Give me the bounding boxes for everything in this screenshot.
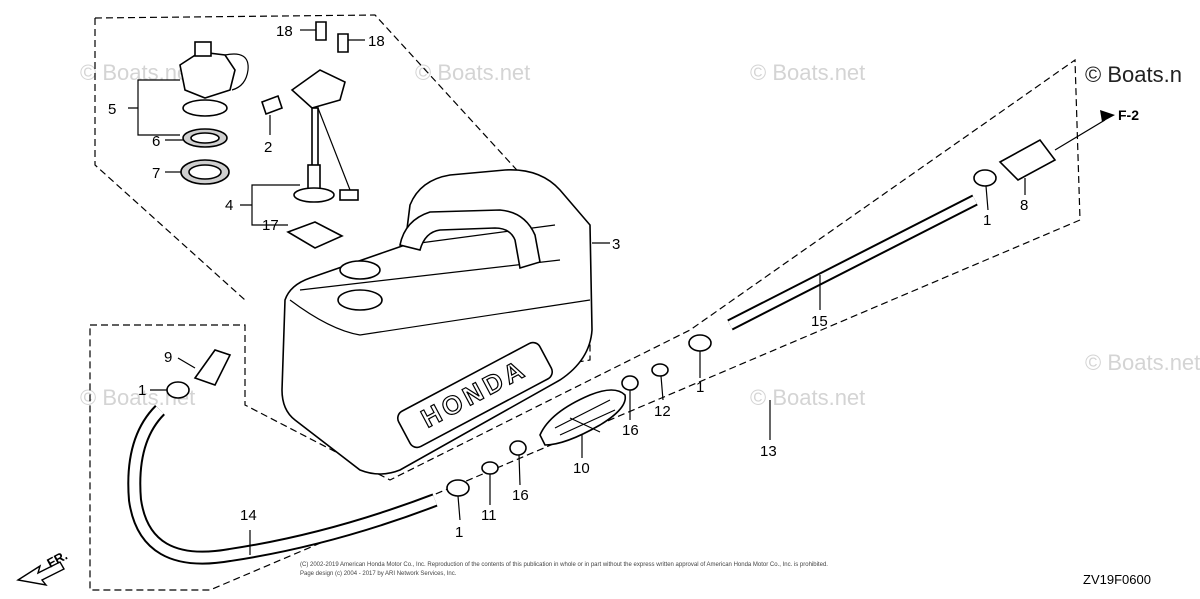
tank-brand-plate [396, 341, 554, 449]
leader-1b [457, 495, 461, 521]
tank-filler-neck [337, 289, 383, 311]
watermark-2: © Boats.net [415, 60, 530, 85]
seal-ring-inner [190, 132, 220, 144]
hose-clip-c [688, 334, 712, 352]
callout-8: 8 [1020, 197, 1028, 214]
callout-10: 10 [573, 460, 590, 477]
copyright-line-1: (C) 2002-2019 American Honda Motor Co., … [300, 562, 828, 568]
primer-bulb [539, 389, 627, 446]
watermark-corner: © Boats.n [1085, 62, 1182, 87]
leader-4-17 [240, 184, 300, 226]
filler-cap [179, 41, 249, 99]
arrow-f2 [1100, 110, 1115, 122]
reference-f2: F-2 [1118, 107, 1139, 123]
callout-7: 7 [152, 165, 160, 182]
leader-1d [985, 185, 989, 211]
leader-f2 [1054, 119, 1106, 151]
hose-clip-b [446, 479, 470, 497]
callout-18b: 18 [368, 33, 385, 50]
watermark-5: © Boats.net [750, 385, 865, 410]
outlet-valve [651, 363, 669, 377]
hose-assembly-outline [89, 58, 1081, 591]
callout-16a: 16 [512, 487, 529, 504]
front-direction-indicator: FR. [16, 548, 70, 587]
cap-gasket [182, 99, 228, 117]
callout-1a: 1 [138, 382, 146, 399]
callout-1d: 1 [983, 212, 991, 229]
tank-gauge-port [339, 260, 381, 280]
callout-12: 12 [654, 403, 671, 420]
callout-6: 6 [152, 133, 160, 150]
callout-4: 4 [225, 197, 233, 214]
watermark-3: © Boats.net [750, 60, 865, 85]
callout-1c: 1 [696, 379, 704, 396]
fuel-connector [998, 138, 1057, 181]
callout-18a: 18 [276, 23, 293, 40]
lock-ring-inner [188, 164, 222, 180]
fuel-tank: HONDA [281, 169, 593, 475]
callout-5: 5 [108, 101, 116, 118]
check-valve [481, 461, 499, 475]
callout-14: 14 [240, 507, 257, 524]
callout-13: 13 [760, 443, 777, 460]
leader-16a [518, 454, 521, 486]
callout-2: 2 [264, 139, 272, 156]
outboard-hose [728, 196, 977, 329]
callout-9: 9 [164, 349, 172, 366]
gauge-gasket [286, 221, 344, 249]
fuel-gauge-unit [290, 69, 359, 203]
bolt-b [337, 33, 349, 53]
hose-clip-d [973, 169, 997, 187]
callout-3: 3 [612, 236, 620, 253]
callout-1b: 1 [455, 524, 463, 541]
callout-15: 15 [811, 313, 828, 330]
bolt-a [315, 21, 327, 41]
joint-nut-b [621, 375, 639, 391]
diagram-code: ZV19F0600 [1083, 572, 1151, 587]
front-arrow-icon [16, 561, 65, 587]
vent-screw [260, 94, 284, 116]
joint-nut-a [509, 440, 527, 456]
hose-clip-a [166, 381, 190, 399]
leader-5 [128, 79, 180, 136]
callout-17: 17 [262, 217, 279, 234]
callout-16b: 16 [622, 422, 639, 439]
leader-12 [660, 375, 664, 401]
leader-9 [177, 357, 196, 369]
watermark-6: © Boats.net [1085, 350, 1200, 375]
fuel-hose [129, 406, 437, 563]
tank-joint [193, 349, 232, 386]
copyright-line-2: Page design (c) 2004 - 2017 by ARI Netwo… [300, 571, 457, 577]
callout-11: 11 [481, 507, 497, 524]
